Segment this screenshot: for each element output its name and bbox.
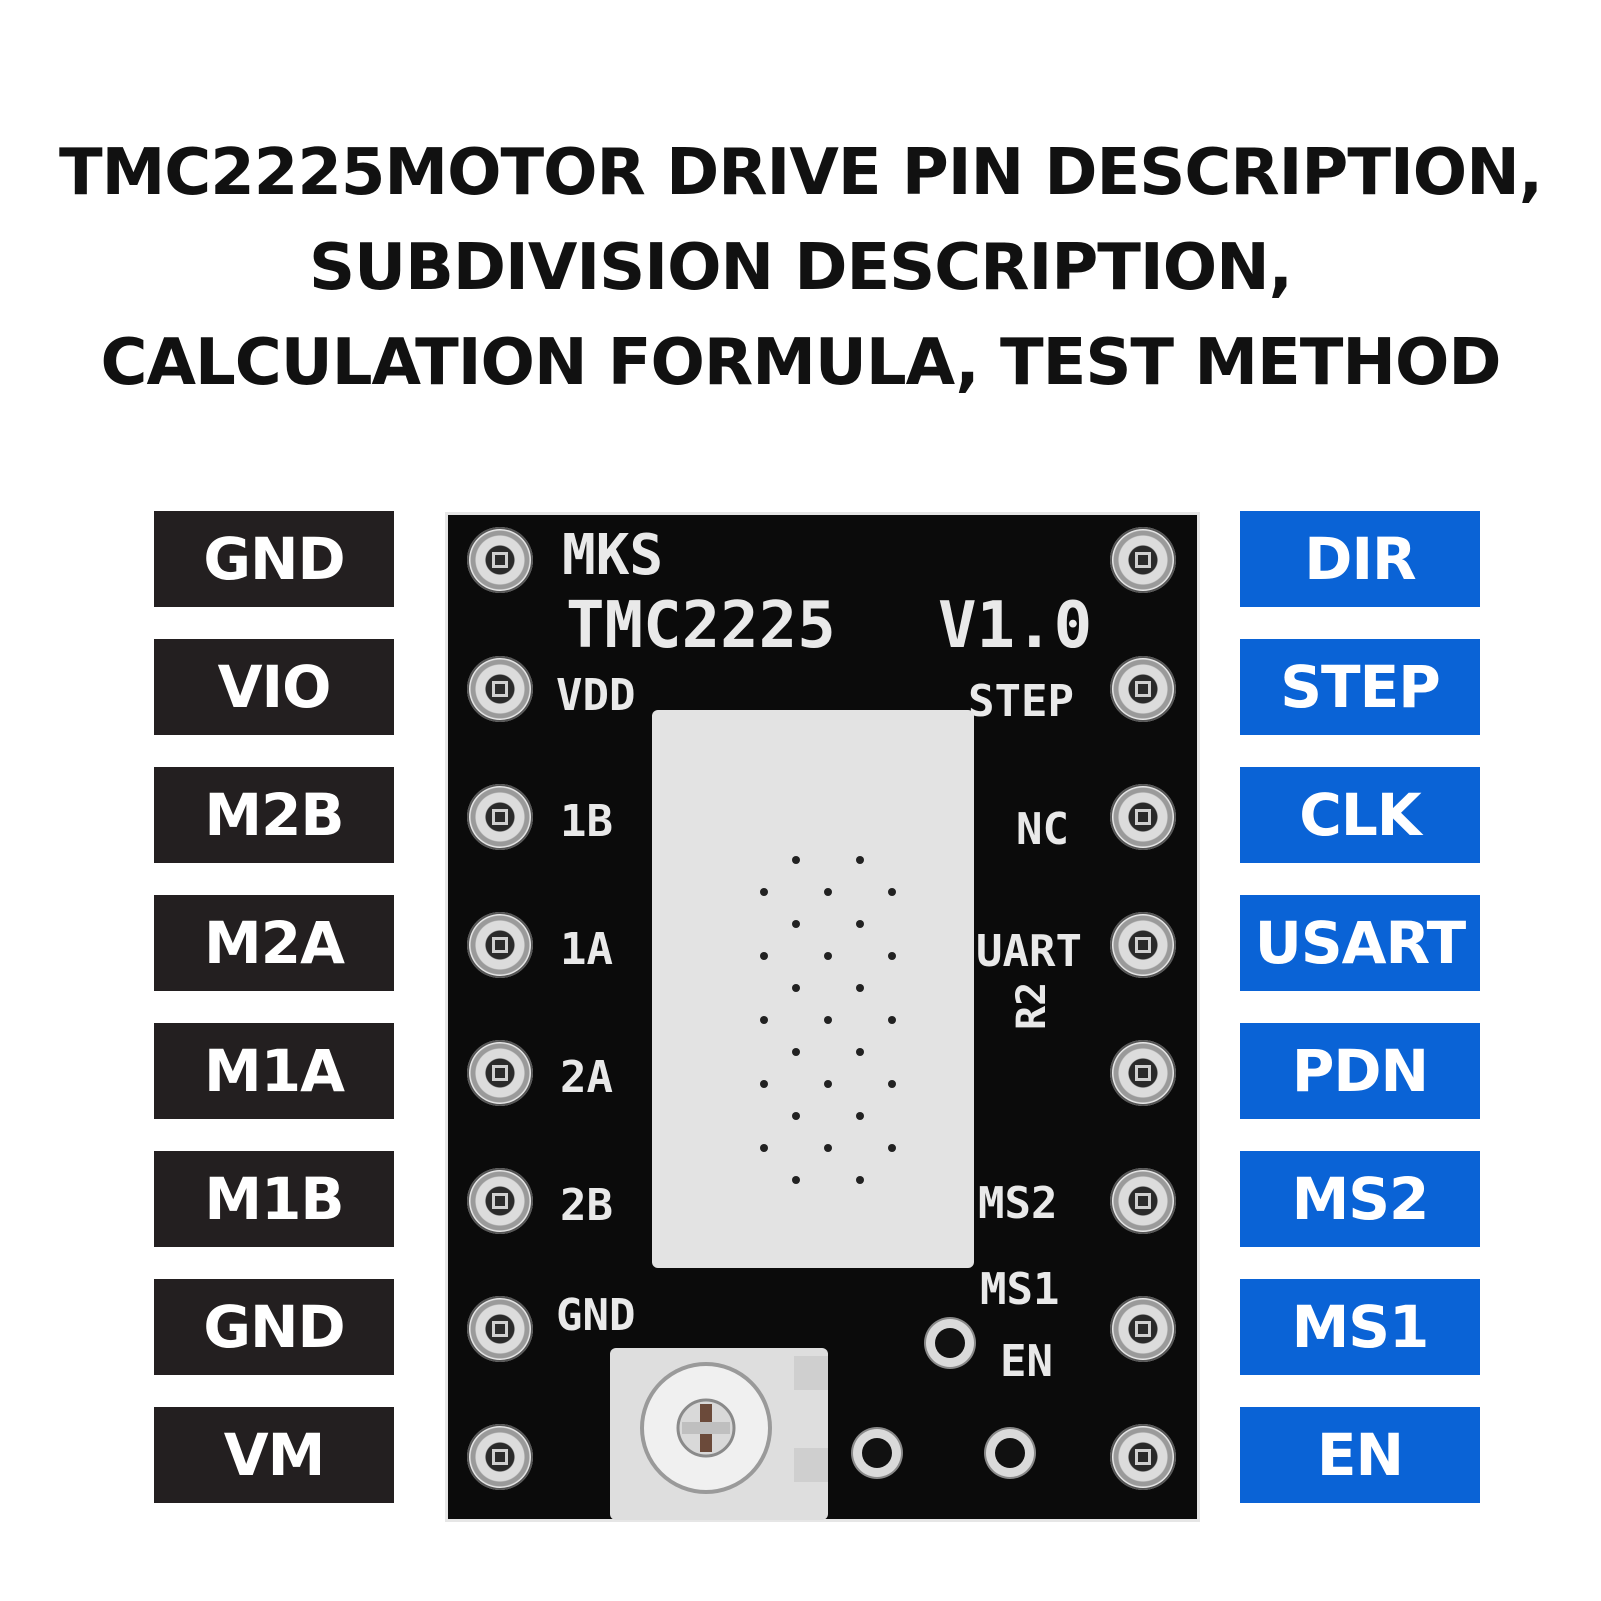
chip-via-dot (760, 1144, 768, 1152)
chip-via-dot (824, 888, 832, 896)
board-via-1 (935, 1328, 965, 1358)
silk-1b: 1B (560, 796, 613, 847)
chip-via-dot (792, 1112, 800, 1120)
silk-vdd: VDD (556, 670, 636, 721)
chip-via-dot (888, 1016, 896, 1024)
header-pin-left-5 (467, 1040, 533, 1106)
board-via-2 (862, 1438, 892, 1468)
left-label-vio: VIO (154, 639, 394, 735)
silk-ms1: MS1 (980, 1264, 1060, 1315)
chip-via-dot (792, 1048, 800, 1056)
chip-via-dot (760, 1016, 768, 1024)
silk-gnd: GND (556, 1290, 636, 1341)
right-label-en: EN (1240, 1407, 1480, 1503)
silk-2b: 2B (560, 1180, 613, 1231)
chip-via-dot (792, 984, 800, 992)
chip-via-dot (888, 952, 896, 960)
header-pin-right-2 (1110, 656, 1176, 722)
left-label-m1b: M1B (154, 1151, 394, 1247)
right-label-usart: USART (1240, 895, 1480, 991)
header-pin-right-6 (1110, 1168, 1176, 1234)
chip-via-dot (760, 952, 768, 960)
left-label-m1a: M1A (154, 1023, 394, 1119)
silk-r2: R2 (1009, 981, 1055, 1030)
title-line-3: CALCULATION FORMULA, TEST METHOD (100, 326, 1502, 400)
header-pin-left-3 (467, 784, 533, 850)
right-label-dir: DIR (1240, 511, 1480, 607)
right-label-step: STEP (1240, 639, 1480, 735)
silk-ms2: MS2 (978, 1178, 1058, 1229)
header-pin-left-8 (467, 1424, 533, 1490)
left-label-m2a: M2A (154, 895, 394, 991)
chip-via-dot (760, 888, 768, 896)
chip-via-dot (856, 920, 864, 928)
left-label-gnd-bottom: GND (154, 1279, 394, 1375)
chip-via-dot (824, 1144, 832, 1152)
board-brand-text: MKS (562, 523, 664, 588)
chip-via-dot (856, 1176, 864, 1184)
chip-via-dot (824, 952, 832, 960)
chip-via-dot (888, 888, 896, 896)
current-trim-potentiometer (570, 1348, 828, 1520)
header-pin-left-7 (467, 1296, 533, 1362)
header-pin-left-6 (467, 1168, 533, 1234)
header-pin-right-1 (1110, 527, 1176, 593)
right-label-clk: CLK (1240, 767, 1480, 863)
title-line-2: SUBDIVISION DESCRIPTION, (309, 231, 1293, 305)
board-version-text: V1.0 (938, 589, 1093, 663)
silk-en: EN (1000, 1336, 1053, 1387)
left-label-vm: VM (154, 1407, 394, 1503)
chip-via-dot (792, 856, 800, 864)
silk-step: STEP (968, 676, 1074, 727)
board-via-3 (995, 1438, 1025, 1468)
board-model-text: TMC2225 (566, 589, 836, 663)
chip-via-dot (824, 1016, 832, 1024)
chip-via-dot (888, 1144, 896, 1152)
driver-chip (652, 710, 974, 1268)
chip-via-dot (760, 1080, 768, 1088)
right-label-ms2: MS2 (1240, 1151, 1480, 1247)
silk-uart: UART (976, 926, 1082, 977)
potentiometer-graphic (570, 1356, 828, 1494)
silk-2a: 2A (560, 1052, 613, 1103)
header-pin-right-4 (1110, 912, 1176, 978)
header-pin-left-4 (467, 912, 533, 978)
header-pin-right-3 (1110, 784, 1176, 850)
header-pin-right-5 (1110, 1040, 1176, 1106)
chip-via-dot (792, 1176, 800, 1184)
chip-via-dot (824, 1080, 832, 1088)
silk-1a: 1A (560, 924, 613, 975)
left-label-m2b: M2B (154, 767, 394, 863)
header-pin-right-7 (1110, 1296, 1176, 1362)
chip-via-dot (856, 984, 864, 992)
chip-via-dot (856, 856, 864, 864)
header-pin-left-2 (467, 656, 533, 722)
header-pin-left-1 (467, 527, 533, 593)
right-label-pdn: PDN (1240, 1023, 1480, 1119)
title-line-1: TMC2225MOTOR DRIVE PIN DESCRIPTION, (58, 136, 1543, 210)
chip-via-dot (792, 920, 800, 928)
chip-via-dot (856, 1048, 864, 1056)
chip-via-dot (888, 1080, 896, 1088)
header-pin-right-8 (1110, 1424, 1176, 1490)
silk-nc: NC (1016, 804, 1069, 855)
right-label-ms1: MS1 (1240, 1279, 1480, 1375)
left-label-gnd-top: GND (154, 511, 394, 607)
chip-via-dot (856, 1112, 864, 1120)
